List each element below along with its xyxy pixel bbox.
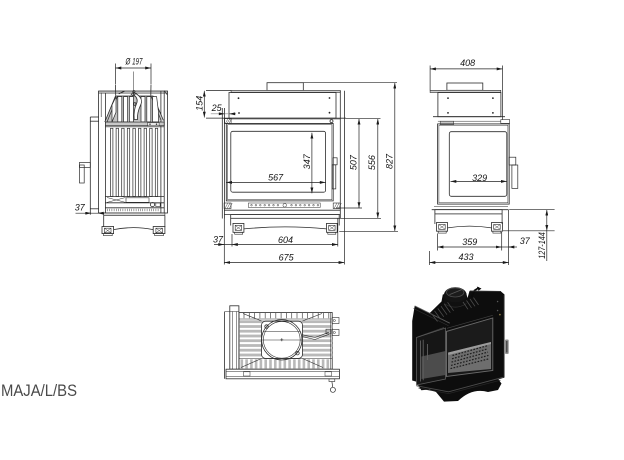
svg-text:675: 675 xyxy=(279,252,295,262)
svg-text:433: 433 xyxy=(458,252,473,262)
svg-text:507: 507 xyxy=(348,154,358,170)
svg-text:154: 154 xyxy=(194,96,204,111)
svg-text:827: 827 xyxy=(384,153,394,169)
svg-text:37: 37 xyxy=(75,202,86,212)
svg-text:Ø 197: Ø 197 xyxy=(125,56,143,66)
svg-text:604: 604 xyxy=(278,235,293,245)
svg-text:408: 408 xyxy=(460,58,475,68)
svg-text:347: 347 xyxy=(302,153,312,169)
svg-text:127-144: 127-144 xyxy=(537,232,547,259)
svg-text:37: 37 xyxy=(213,235,224,245)
svg-text:567: 567 xyxy=(268,173,284,183)
svg-text:MAJA/L/BS: MAJA/L/BS xyxy=(1,381,77,400)
svg-text:25: 25 xyxy=(211,103,223,113)
svg-text:556: 556 xyxy=(367,155,377,170)
svg-text:37: 37 xyxy=(520,236,531,246)
svg-text:329: 329 xyxy=(472,173,487,183)
svg-text:359: 359 xyxy=(462,237,477,247)
